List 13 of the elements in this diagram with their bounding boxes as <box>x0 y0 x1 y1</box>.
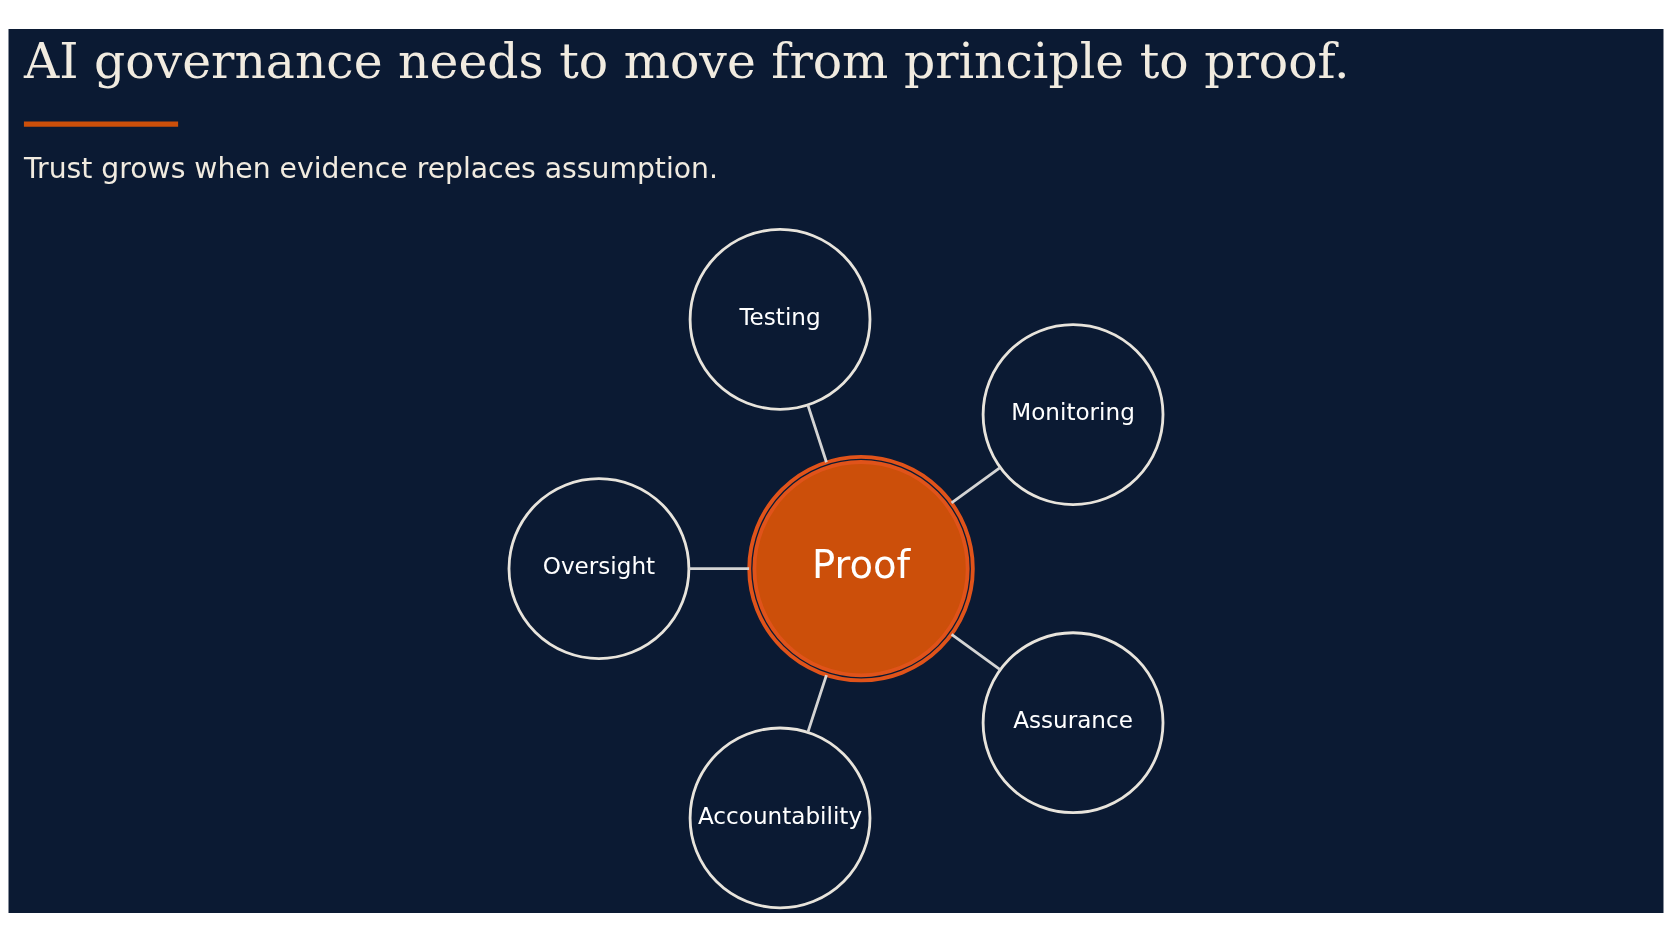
node-circle: Assurance <box>981 630 1165 814</box>
diagram-title: AI governance needs to move from principle to proof. <box>23 32 1350 90</box>
node-circle: Testing <box>688 227 872 411</box>
node-circle: Monitoring <box>981 322 1165 506</box>
caption: Trust grows when evidence replaces assumption. <box>23 151 718 185</box>
connector <box>689 566 750 570</box>
node-circle: Accountability <box>688 726 872 909</box>
node-circle: Proof <box>747 454 975 682</box>
connector <box>806 674 828 733</box>
connector <box>806 404 828 463</box>
node-circle: Oversight <box>507 476 691 660</box>
connector <box>950 632 1001 671</box>
connector <box>950 465 1001 504</box>
